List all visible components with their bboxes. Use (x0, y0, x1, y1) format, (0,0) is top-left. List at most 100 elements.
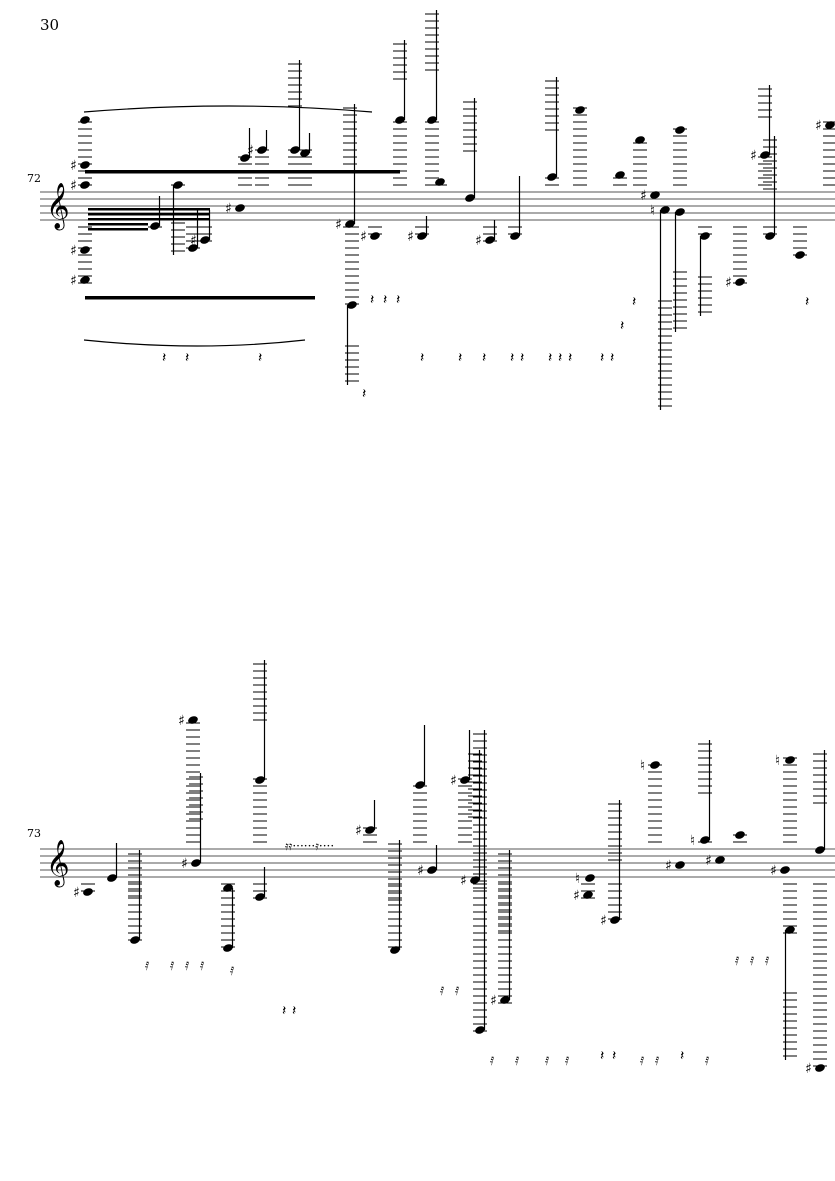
notehead (365, 826, 375, 834)
notehead (107, 874, 117, 882)
sharp-icon: ♯ (70, 243, 77, 259)
notehead (780, 866, 790, 874)
notehead (795, 251, 805, 259)
rest-icon: 𝄽 (568, 350, 572, 366)
sharp-icon: ♯ (805, 1061, 812, 1077)
rest-icon: 𝄽 (620, 318, 624, 334)
notehead (427, 116, 437, 124)
rest-icon: 𝅀 (455, 984, 460, 998)
rest-icon: 𝅀 (185, 959, 190, 973)
notehead (700, 836, 710, 844)
notehead (650, 191, 660, 199)
notehead (415, 781, 425, 789)
rest-icon: 𝄽 (632, 294, 636, 310)
page-number: 30 (40, 16, 60, 34)
rest-icon: 𝄽 (482, 350, 486, 366)
rest-icon: 𝄽 (600, 1048, 604, 1064)
sharp-icon: ♯ (725, 275, 732, 291)
rest-icon: 𝄽 (558, 350, 562, 366)
natural-icon: ♮ (690, 833, 695, 849)
rest-icon: 𝅀 (490, 1054, 495, 1068)
beam (148, 218, 210, 221)
notehead (735, 278, 745, 286)
natural-icon: ♮ (775, 753, 780, 769)
notehead (765, 232, 775, 240)
notehead (223, 884, 233, 892)
notehead (575, 106, 585, 114)
sharp-icon: ♯ (815, 118, 822, 134)
notehead (235, 204, 245, 212)
notehead (660, 206, 670, 214)
notehead (83, 888, 93, 896)
rest-icon: 𝅀 (545, 1054, 550, 1068)
rest-icon: 𝄽 (362, 386, 366, 402)
notehead (715, 856, 725, 864)
notehead (80, 116, 90, 124)
notehead (130, 936, 140, 944)
sharp-icon: ♯ (490, 993, 497, 1009)
beam (88, 223, 148, 226)
sharp-icon: ♯ (475, 233, 482, 249)
sharp-icon: ♯ (73, 885, 80, 901)
sharp-icon: ♯ (600, 913, 607, 929)
rest-icon: 𝅀 (440, 984, 445, 998)
rest-icon: 𝅀 (655, 1054, 660, 1068)
notehead (300, 149, 310, 157)
beam (88, 208, 148, 211)
beam (85, 170, 400, 174)
notehead (650, 761, 660, 769)
notehead (427, 866, 437, 874)
sharp-icon: ♯ (70, 273, 77, 289)
notehead (500, 996, 510, 1004)
notehead (815, 1064, 825, 1072)
rest-icon: 𝅀 (705, 1054, 710, 1068)
notehead (395, 116, 405, 124)
notehead (240, 154, 250, 162)
notehead (255, 776, 265, 784)
beam (85, 296, 315, 300)
notehead (675, 126, 685, 134)
system-72: 𝄞♯♯♯♯♯♯♯♯♯♯♯♯♮♯♯♯𝄽𝄽𝄽𝄽𝄽𝄽𝄽𝄽𝄽𝄽𝄽𝄽𝄽𝄽𝄽𝄽𝄽𝄽𝄽𝄽 (40, 10, 835, 410)
notehead (615, 171, 625, 179)
sharp-icon: ♯ (640, 188, 647, 204)
notehead (191, 859, 201, 867)
rest-icon: 𝅀 (145, 959, 150, 973)
treble-clef-icon: 𝄞 (46, 183, 70, 231)
sharp-icon: ♯ (225, 201, 232, 217)
notehead (80, 181, 90, 189)
notehead (80, 276, 90, 284)
rest-icon: 𝄽 (680, 1048, 684, 1064)
rest-icon: 𝅀 (565, 1054, 570, 1068)
beam (88, 228, 148, 231)
notehead (583, 891, 593, 899)
notehead (585, 874, 595, 882)
notehead (485, 236, 495, 244)
rest-icon: 𝅀 (750, 954, 755, 968)
measure-number-72: 72 (27, 172, 41, 185)
notehead (510, 232, 520, 240)
sharp-icon: ♯ (70, 158, 77, 174)
sharp-icon: ♯ (665, 858, 672, 874)
notehead (257, 146, 267, 154)
system-73: 𝄞♯♯♯♯♯♯♯♯♮♯♯♮♯♮♯♯♮♯𝄽𝄽𝄽𝄽𝄽𝄿𝄿······𝄿····𝅀𝅀𝅀… (40, 660, 835, 1077)
notehead (700, 232, 710, 240)
sharp-icon: ♯ (450, 773, 457, 789)
notehead (347, 301, 357, 309)
notehead (255, 893, 265, 901)
sharp-icon: ♯ (190, 233, 197, 249)
sharp-icon: ♯ (178, 713, 185, 729)
sharp-icon: ♯ (335, 217, 342, 233)
dotted-rest-group: 𝄿𝄿······𝄿···· (285, 839, 334, 853)
natural-icon: ♮ (650, 203, 655, 219)
notehead (465, 194, 475, 202)
notehead (785, 756, 795, 764)
rest-icon: 𝄽 (383, 292, 387, 308)
notehead (200, 236, 210, 244)
notehead (188, 716, 198, 724)
notehead (635, 136, 645, 144)
rest-icon: 𝄽 (458, 350, 462, 366)
tie (83, 339, 306, 347)
rest-icon: 𝄽 (510, 350, 514, 366)
notehead (785, 926, 795, 934)
sharp-icon: ♯ (355, 823, 362, 839)
